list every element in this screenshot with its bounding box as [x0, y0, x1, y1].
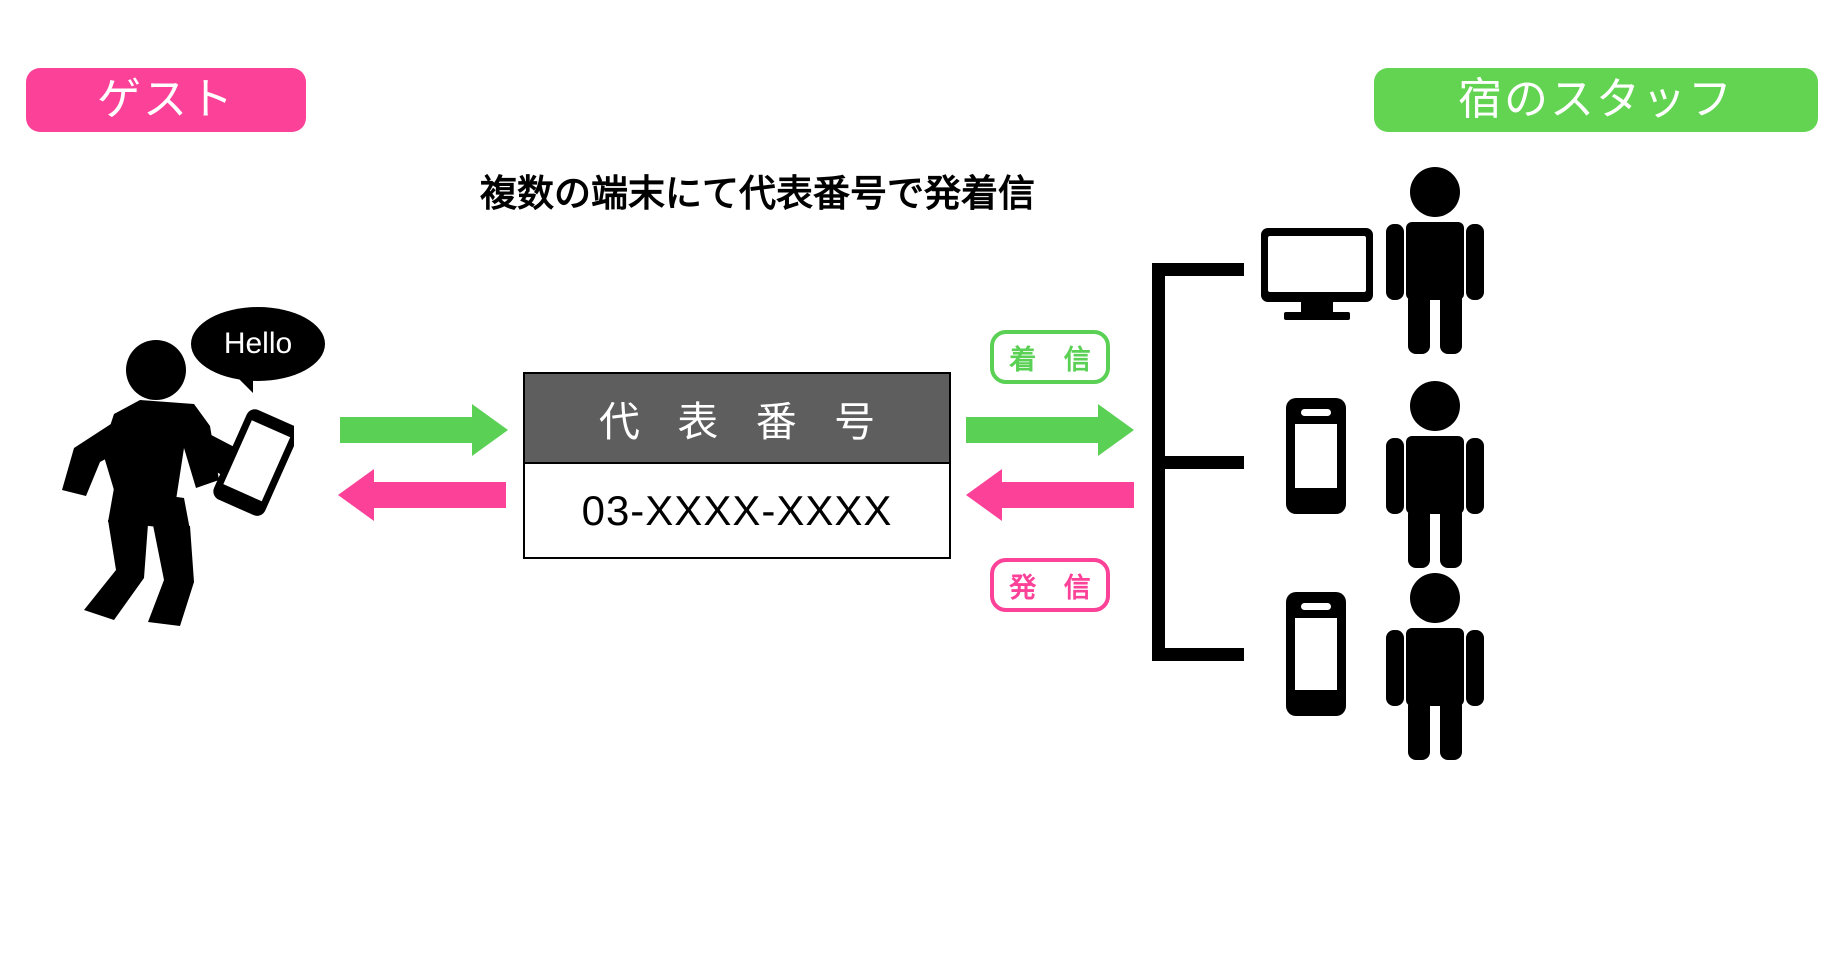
speech-balloon-body	[191, 307, 325, 381]
guest-person-icon	[44, 330, 299, 630]
guest-role-label: ゲスト	[97, 75, 235, 124]
incoming-call-label: 着 信	[1009, 344, 1101, 375]
smartphone-icon	[1286, 592, 1346, 716]
smartphone-display	[1295, 424, 1337, 488]
arrow-staff-outgoing	[966, 469, 1134, 521]
bracket-branch-bottom	[1152, 648, 1244, 661]
arrow-shaft	[966, 417, 1100, 443]
speech-balloon-text: Hello	[223, 327, 293, 360]
bracket-branch-middle	[1152, 456, 1244, 469]
arrow-head	[1098, 404, 1134, 456]
smartphone-icon	[1286, 398, 1346, 514]
staff-role-badge: 宿のスタッフ	[1374, 68, 1818, 132]
panel-phone-number: 03-XXXX-XXXX	[523, 464, 951, 559]
smartphone-speaker	[1301, 409, 1331, 416]
outgoing-call-label: 発 信	[1009, 572, 1101, 603]
monitor-display	[1268, 236, 1366, 292]
incoming-call-badge: 着 信	[990, 330, 1110, 384]
guest-role-badge: ゲスト	[26, 68, 306, 132]
monitor-neck	[1301, 302, 1333, 314]
arrow-head	[338, 469, 374, 521]
staff-person-icon	[1380, 380, 1490, 575]
bracket-branch-top	[1152, 263, 1244, 276]
desktop-monitor-icon	[1261, 228, 1373, 320]
representative-number-panel: 代 表 番 号 03-XXXX-XXXX	[523, 372, 951, 559]
arrow-shaft	[1000, 482, 1134, 508]
outgoing-call-badge: 発 信	[990, 558, 1110, 612]
arrow-guest-incoming	[340, 404, 508, 456]
device-branch-bracket	[1152, 263, 1244, 661]
arrow-shaft	[372, 482, 506, 508]
smartphone-speaker	[1301, 603, 1331, 610]
staff-role-label: 宿のスタッフ	[1458, 75, 1734, 124]
panel-header-label: 代 表 番 号	[523, 372, 951, 464]
arrow-guest-outgoing	[338, 469, 506, 521]
smartphone-display	[1295, 618, 1337, 690]
monitor-foot	[1284, 312, 1350, 320]
arrow-staff-incoming	[966, 404, 1134, 456]
speech-balloon: Hello	[191, 307, 325, 393]
page-title: 複数の端末にて代表番号で発着信	[480, 173, 1035, 214]
arrow-head	[966, 469, 1002, 521]
arrow-head	[472, 404, 508, 456]
staff-person-icon	[1380, 166, 1490, 361]
arrow-shaft	[340, 417, 474, 443]
monitor-screen	[1261, 228, 1373, 302]
staff-person-icon	[1380, 572, 1490, 767]
